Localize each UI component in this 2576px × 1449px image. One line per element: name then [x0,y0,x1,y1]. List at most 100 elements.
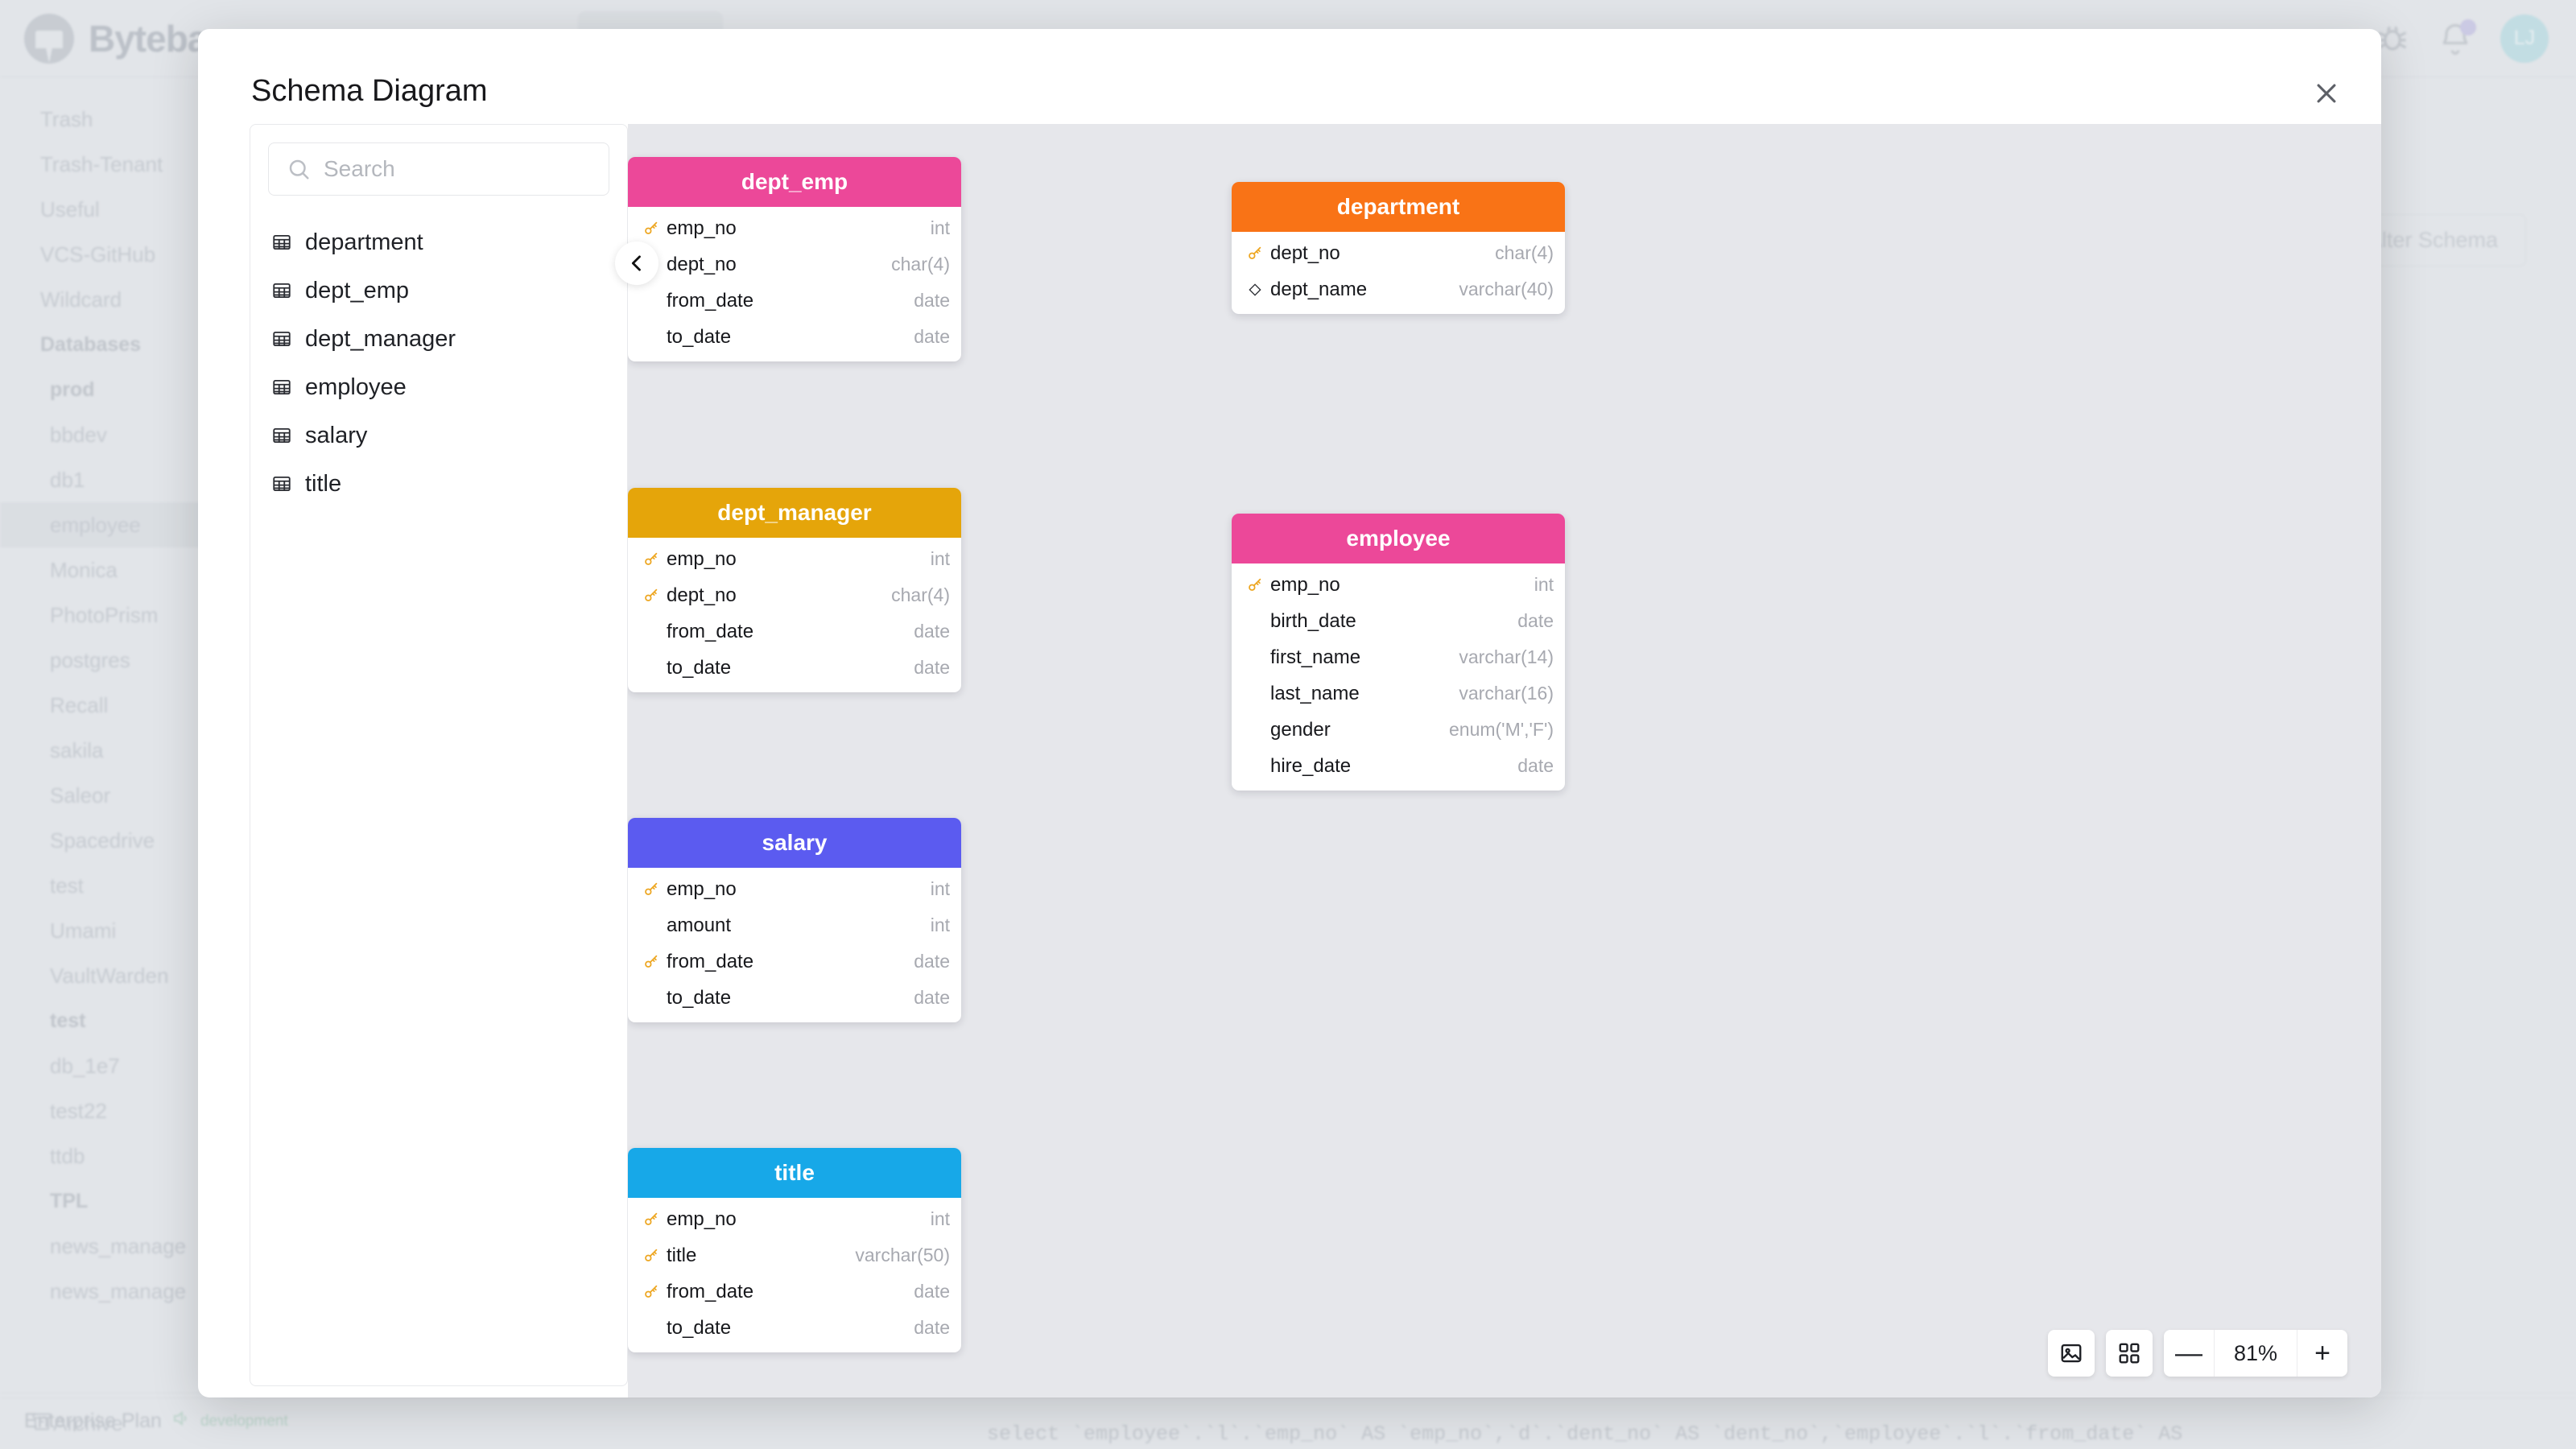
sidebar-item-tpl[interactable]: TPL [50,1189,89,1212]
column-row[interactable]: dept_no char(4) [628,577,961,613]
diagram-node-title[interactable]: title emp_no int title varchar(50) from_… [628,1148,961,1352]
column-row[interactable]: emp_no int [628,871,961,907]
sidebar-item-postgres[interactable]: postgres [50,647,130,672]
column-row[interactable]: to_date date [628,1310,961,1346]
zoom-level-label: 81% [2214,1330,2297,1377]
column-row[interactable]: gender enum('M','F') [1232,712,1565,748]
sidebar-item-news-manage[interactable]: news_manage [50,1233,187,1258]
zoom-out-button[interactable]: — [2175,1337,2202,1368]
table-icon [271,232,292,253]
sidebar-item-saleor[interactable]: Saleor [50,782,111,807]
column-row[interactable]: first_name varchar(14) [1232,639,1565,675]
column-row[interactable]: dept_name varchar(40) [1232,271,1565,308]
diagram-canvas[interactable]: dept_emp emp_no int dept_no char(4) from… [628,124,2381,1397]
diagram-node-employee[interactable]: employee emp_no int birth_date date firs… [1232,514,1565,791]
sidebar-item-useful[interactable]: Useful [40,196,100,221]
app-logo[interactable]: Bytebase [0,13,248,64]
column-row[interactable]: dept_no char(4) [1232,235,1565,271]
list-item[interactable]: dept_manager [250,315,627,363]
sidebar-item-wildcard[interactable]: Wildcard [40,287,122,312]
column-name: dept_no [667,253,737,275]
sidebar-item-employee[interactable]: employee [0,502,206,547]
search-input[interactable] [324,156,591,182]
column-name: emp_no [667,547,737,570]
bell-icon[interactable] [2438,19,2476,56]
sidebar-item-spacedrive[interactable]: Spacedrive [50,828,155,852]
column-row[interactable]: birth_date date [1232,603,1565,639]
sidebar-item-trash[interactable]: Trash [40,106,93,131]
key-icon [639,220,663,237]
list-item[interactable]: title [250,460,627,508]
column-row[interactable]: emp_no int [1232,567,1565,603]
column-row[interactable]: to_date date [628,319,961,355]
avatar[interactable]: LJ [2500,14,2549,63]
column-name: dept_name [1270,278,1368,300]
zoom-in-button[interactable]: + [2314,1337,2330,1368]
column-row[interactable]: from_date date [628,943,961,980]
sidebar-item-sakila[interactable]: sakila [50,737,104,762]
column-row[interactable]: emp_no int [628,541,961,577]
column-row[interactable]: to_date date [628,650,961,686]
plan-label: Enterprise Plan [24,1410,162,1432]
diagram-node-dept_emp[interactable]: dept_emp emp_no int dept_no char(4) from… [628,157,961,361]
list-item[interactable]: dept_emp [250,266,627,315]
column-row[interactable]: emp_no int [628,1201,961,1237]
sidebar-item-bbdev[interactable]: bbdev [50,422,107,447]
column-type: date [914,1317,950,1338]
column-row[interactable]: from_date date [628,613,961,650]
grid-icon[interactable] [2106,1330,2153,1377]
speaker-icon [171,1409,191,1434]
sidebar-item-monica[interactable]: Monica [50,557,118,582]
column-name: emp_no [667,217,737,239]
column-row[interactable]: to_date date [628,980,961,1016]
column-row[interactable]: dept_no char(4) [628,246,961,283]
column-row[interactable]: hire_date date [1232,748,1565,784]
column-name: to_date [667,325,732,348]
key-icon [639,1211,663,1228]
column-row[interactable]: from_date date [628,1274,961,1310]
sidebar-item-archive[interactable]: Archive [0,1397,2576,1449]
column-type: date [914,1281,950,1302]
search-box[interactable] [268,142,609,196]
sidebar-item-news-manage[interactable]: news_manage [50,1278,187,1303]
list-item[interactable]: salary [250,411,627,460]
sidebar-item-test[interactable]: test [50,1009,86,1032]
diagram-node-department[interactable]: department dept_no char(4) dept_name var… [1232,182,1565,314]
column-row[interactable]: title varchar(50) [628,1237,961,1274]
sidebar-item-db-1e7[interactable]: db_1e7 [50,1053,120,1078]
sidebar-item-test22[interactable]: test22 [50,1098,107,1123]
list-item[interactable]: employee [250,363,627,411]
column-row[interactable]: last_name varchar(16) [1232,675,1565,712]
search-icon [287,157,311,181]
alter-schema-button[interactable]: Alter Schema [2339,214,2526,266]
sidebar-item-vaultwarden[interactable]: VaultWarden [50,963,169,988]
column-name: last_name [1270,682,1360,704]
sidebar-item-umami[interactable]: Umami [50,918,117,943]
tables-panel: department dept_emp dept_manager employe… [250,124,628,1386]
close-icon[interactable] [2304,71,2349,116]
sidebar-item-trash-tenant[interactable]: Trash-Tenant [40,151,163,176]
sidebar-item-vcs-github[interactable]: VCS-GitHub [40,242,156,266]
image-icon[interactable] [2048,1330,2095,1377]
sidebar-item-db1[interactable]: db1 [50,467,85,492]
sidebar-item-test[interactable]: test [50,873,84,898]
sidebar-item-ttdb[interactable]: ttdb [50,1143,85,1168]
column-type: char(4) [891,254,950,275]
sidebar-item-prod[interactable]: prod [50,378,95,401]
diagram-toolbar: — 81% + [2048,1330,2347,1377]
diagram-node-dept_manager[interactable]: dept_manager emp_no int dept_no char(4) … [628,488,961,692]
column-name: first_name [1270,646,1361,668]
column-row[interactable]: amount int [628,907,961,943]
diagram-node-salary[interactable]: salary emp_no int amount int from_date d… [628,818,961,1022]
node-title: title [628,1148,961,1198]
sidebar-item-photoprism[interactable]: PhotoPrism [50,602,159,627]
node-title: department [1232,182,1565,232]
column-type: date [914,987,950,1008]
list-item[interactable]: department [250,218,627,266]
sidebar-item-recall[interactable]: Recall [50,692,109,717]
collapse-panel-button[interactable] [615,242,658,285]
bug-icon[interactable] [2375,21,2410,56]
sidebar-item-databases[interactable]: Databases [40,332,142,356]
column-row[interactable]: from_date date [628,283,961,319]
column-row[interactable]: emp_no int [628,210,961,246]
